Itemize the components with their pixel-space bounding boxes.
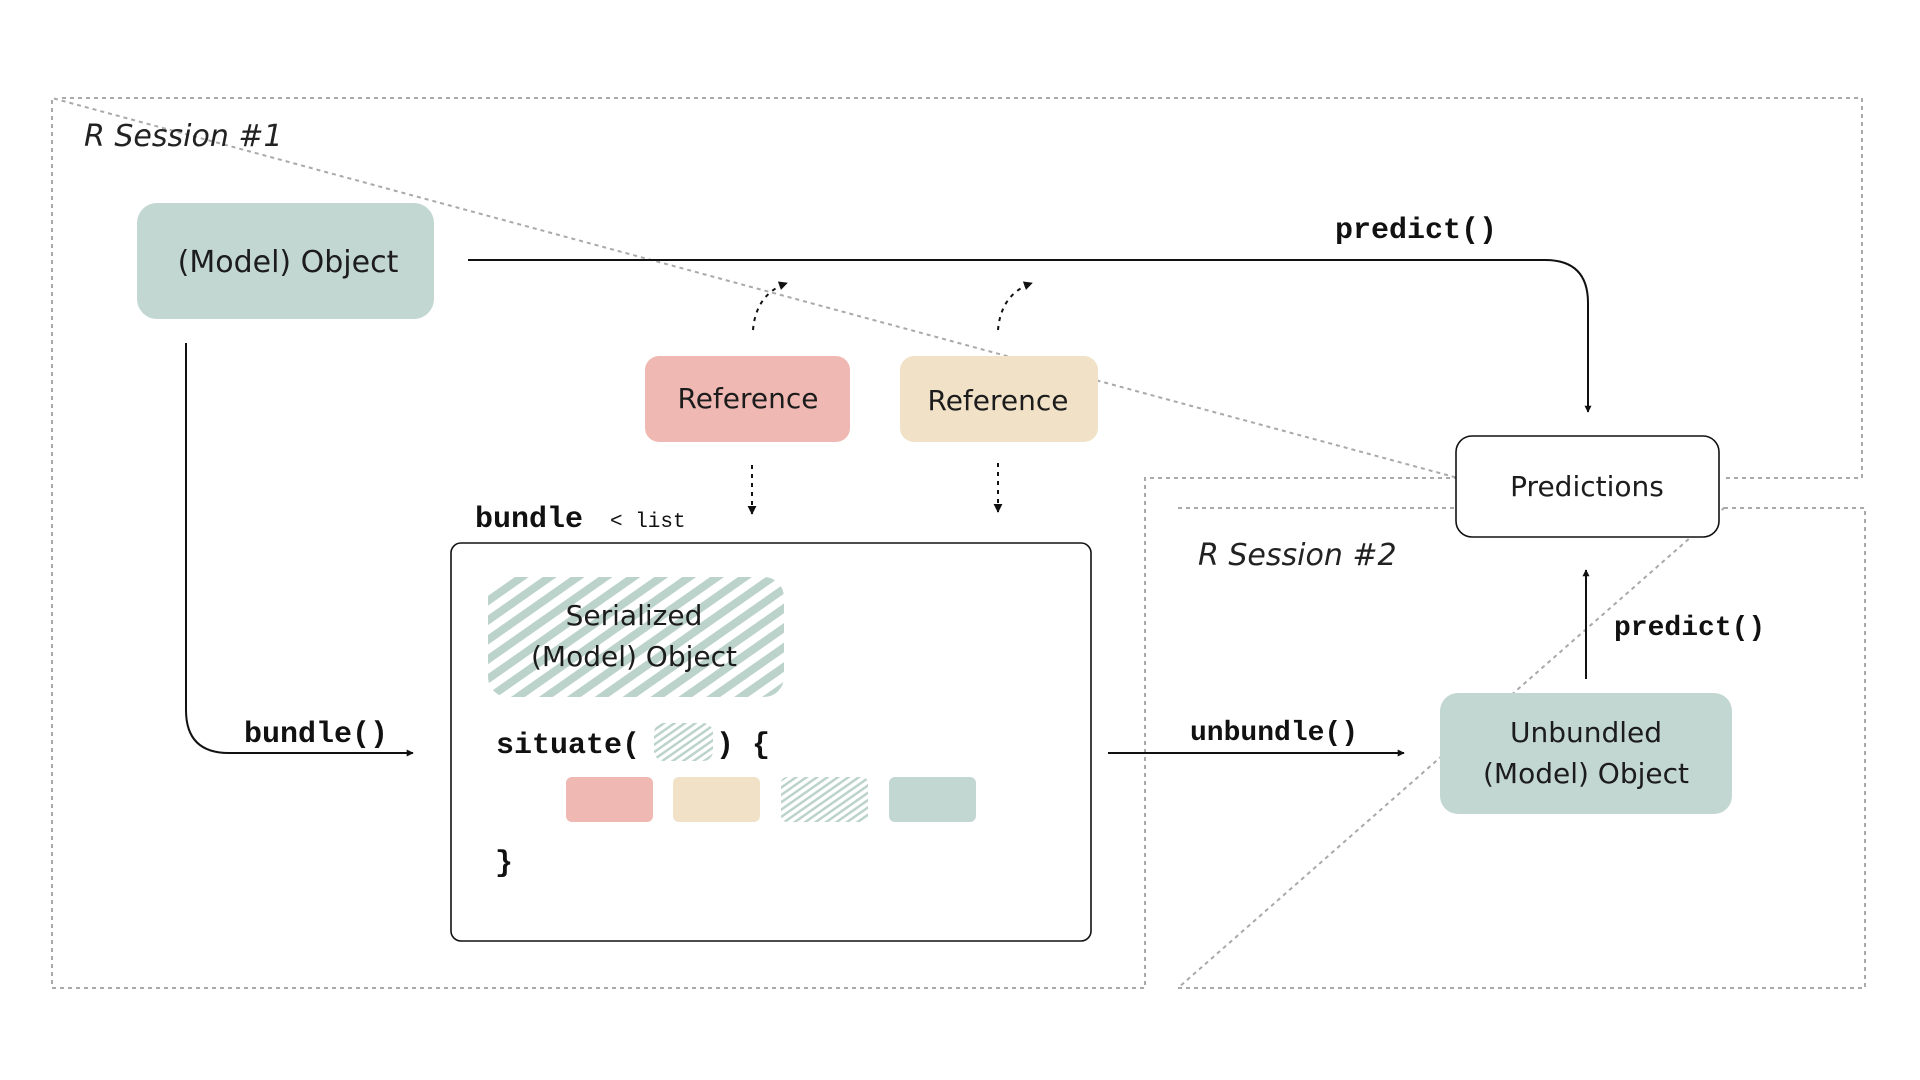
session-1-border <box>51 96 1863 989</box>
bundle-call-arrow <box>185 343 414 757</box>
session-2-border <box>1175 507 1866 989</box>
bundle-type: < list <box>610 511 686 534</box>
bundle-title: bundle <box>475 503 583 537</box>
unbundled-label-line1: Unbundled <box>1510 716 1662 749</box>
swatch-reference-1 <box>566 777 653 822</box>
predict-top-arrow <box>468 259 1592 413</box>
reference-box-1 <box>645 356 850 442</box>
reference-1-external-arrow <box>752 281 788 331</box>
predict-top-label: predict() <box>1335 214 1497 248</box>
unbundled-label-line2: (Model) Object <box>1483 757 1689 790</box>
predictions-label: Predictions <box>1510 470 1664 503</box>
reference-label-2: Reference <box>928 384 1069 417</box>
unbundled-object-box <box>1440 693 1732 814</box>
model-object-box <box>137 203 434 319</box>
reference-box-2 <box>900 356 1098 442</box>
swatch-serialized <box>781 777 868 822</box>
situate-open: situate( <box>496 729 640 763</box>
unbundle-call-label: unbundle() <box>1190 718 1358 749</box>
situate-argument-swatch <box>654 723 713 761</box>
closing-brace: } <box>495 847 513 881</box>
swatch-unbundled <box>889 777 976 822</box>
session-2-label: R Session #2 <box>1198 538 1397 573</box>
situate-close: ) { <box>716 729 770 763</box>
predictions-box <box>1455 435 1720 538</box>
predict-right-label: predict() <box>1614 613 1765 644</box>
session-1-label: R Session #1 <box>84 119 283 154</box>
serialized-label-line2: (Model) Object <box>531 640 737 673</box>
serialized-object-box <box>488 577 784 697</box>
swatch-reference-2 <box>673 777 760 822</box>
reference-2-external-arrow <box>997 281 1033 331</box>
serialized-label-line1: Serialized <box>566 599 703 632</box>
reference-label-1: Reference <box>678 382 819 415</box>
model-object-label: (Model) Object <box>178 245 399 280</box>
bundle-call-label: bundle() <box>244 718 388 752</box>
